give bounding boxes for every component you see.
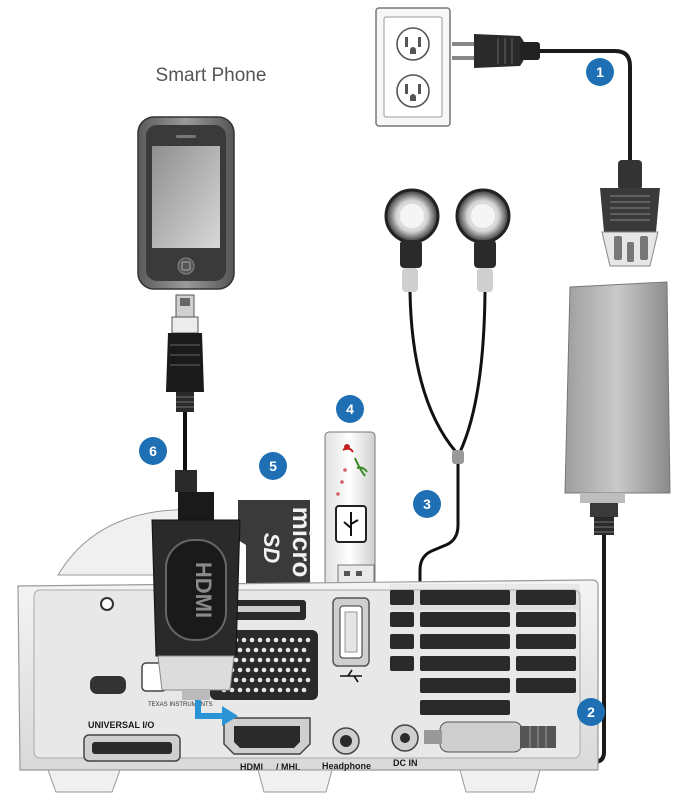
ac-connector-icon	[600, 160, 660, 267]
headphone-label: Headphone	[322, 761, 371, 771]
mhl-label: / MHL	[276, 762, 301, 772]
power-cord	[540, 49, 632, 165]
usb-drive-icon	[324, 431, 376, 594]
ti-logo-text: TEXAS INSTRUMENTS	[148, 702, 213, 708]
dc-plug-icon	[424, 721, 556, 753]
microsd-text: micro	[287, 507, 317, 578]
callout-2-number: 2	[587, 704, 595, 720]
hdmi-arrowhead	[222, 706, 238, 726]
universal-io-label: UNIVERSAL I/O	[88, 720, 154, 730]
smartphone-icon	[137, 116, 235, 290]
diagram-title: Smart Phone	[156, 65, 267, 86]
callout-5: 5	[259, 452, 287, 480]
hdmi-logo: HDMI	[240, 762, 263, 772]
callout-6: 6	[139, 437, 167, 465]
callout-2: 2	[577, 698, 605, 726]
hdmi-arrow	[195, 700, 226, 719]
dc-in-label: DC IN	[393, 758, 418, 768]
microsd-sd-logo: SD	[259, 533, 284, 564]
mhl-cable-icon	[166, 294, 204, 492]
callout-1: 1	[586, 58, 614, 86]
microsd-card-icon: micro SD	[238, 500, 317, 584]
callout-3-number: 3	[423, 496, 431, 512]
callout-6-number: 6	[149, 443, 157, 459]
hdmi-connector-icon: HDMI	[151, 492, 241, 700]
connector-hdmi-logo: HDMI	[191, 562, 216, 618]
ac-adapter-icon	[564, 281, 671, 535]
power-outlet-icon	[375, 7, 451, 127]
callout-3: 3	[413, 490, 441, 518]
callout-1-number: 1	[596, 64, 604, 80]
callout-4-number: 4	[346, 401, 354, 417]
callout-5-number: 5	[269, 458, 277, 474]
power-plug-icon	[452, 34, 540, 68]
callout-4: 4	[336, 395, 364, 423]
